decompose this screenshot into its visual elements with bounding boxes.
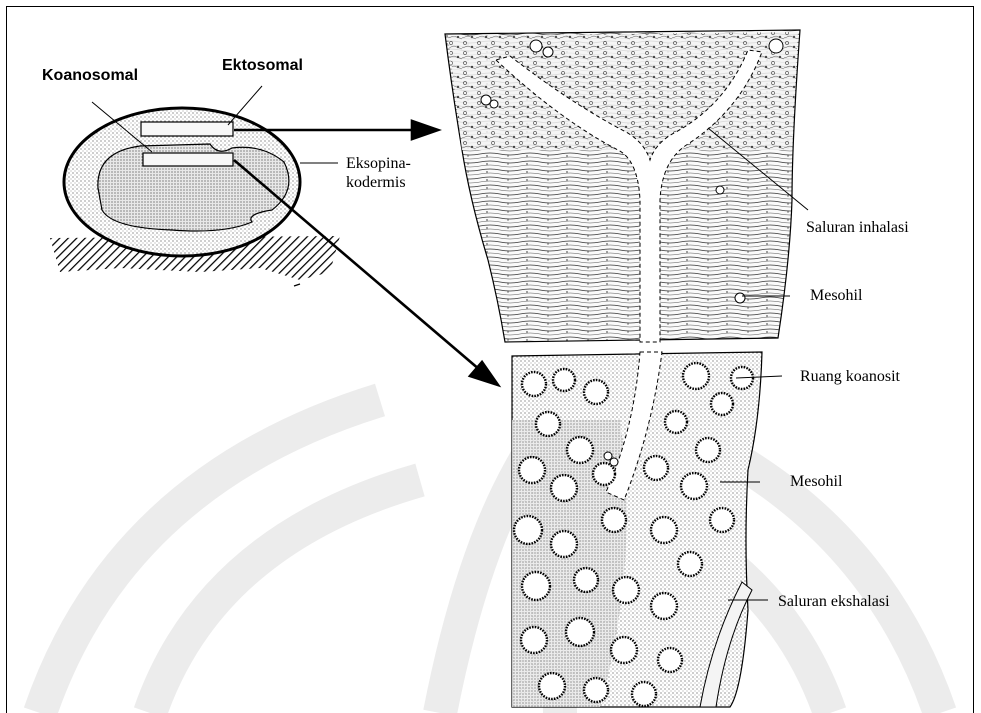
label-saluran-ekshalasi: Saluran ekshalasi	[778, 592, 890, 611]
ektosomal-box	[141, 122, 233, 136]
detail-section	[445, 30, 800, 707]
label-koanosomal: Koanosomal	[42, 66, 138, 85]
label-eksopinakodermis-line2: kodermis	[346, 173, 406, 192]
label-saluran-inhalasi: Saluran inhalasi	[806, 218, 909, 237]
label-mesohil-lower: Mesohil	[790, 472, 842, 491]
koanosomal-box	[143, 153, 233, 166]
label-eksopinakodermis-line1: Eksopina-	[346, 154, 411, 173]
label-ruang-koanosit: Ruang koanosit	[800, 367, 900, 386]
sponge-overview	[50, 108, 340, 286]
label-ektosomal: Ektosomal	[222, 56, 303, 75]
watermark	[40, 400, 940, 713]
label-mesohil-upper: Mesohil	[810, 286, 862, 305]
